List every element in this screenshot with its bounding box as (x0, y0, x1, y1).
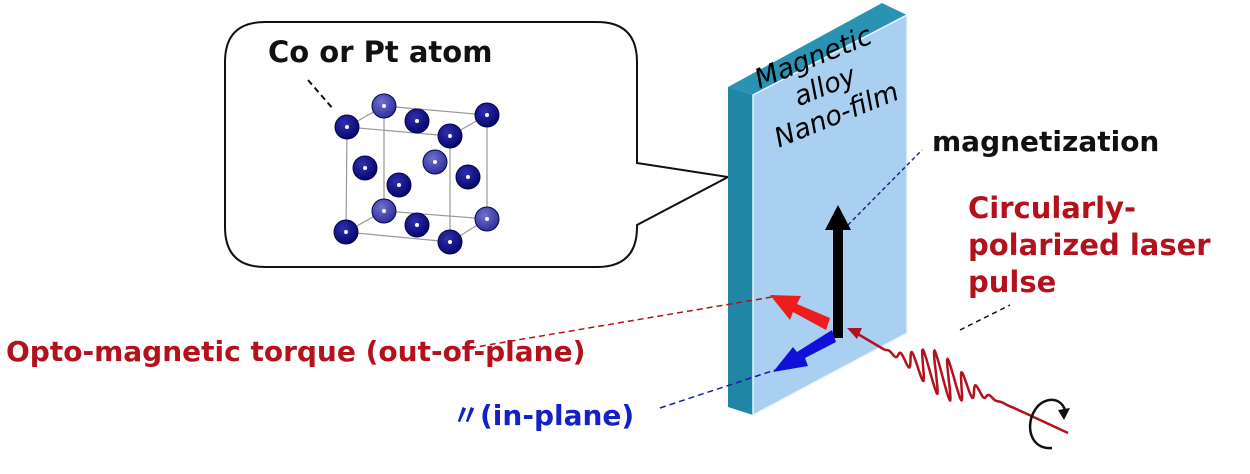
torque-in-plane-label: 〃(in-plane) (452, 399, 635, 432)
atom-highlight (382, 104, 386, 108)
atom-highlight (397, 183, 401, 187)
atom-highlight (448, 240, 452, 244)
circular-polarization-icon (1028, 398, 1070, 450)
atoms (333, 93, 500, 255)
magnetization-leader (847, 149, 923, 226)
laser-leader (959, 304, 1011, 331)
atom-highlight (485, 113, 489, 117)
atom-highlight (485, 217, 489, 221)
atom-highlight (415, 223, 419, 227)
atom-highlight (433, 160, 437, 164)
callout-bubble (224, 21, 732, 268)
torque-in-plane-arrow (773, 330, 836, 372)
torque-in-leader (659, 369, 776, 409)
atom-label: Co or Pt atom (268, 35, 493, 69)
film-side (728, 87, 753, 415)
atom-highlight (363, 166, 367, 170)
magnetization-label: magnetization (932, 125, 1160, 158)
film-top-edge (728, 3, 907, 95)
atom-highlight (382, 209, 386, 213)
laser-label: Circularly- polarized laser pulse (968, 190, 1211, 301)
atom-highlight (466, 175, 470, 179)
laser-line-1: Circularly- (968, 191, 1137, 225)
laser-line-2: polarized laser (968, 228, 1211, 262)
atom-highlight (345, 125, 349, 129)
atom-highlight (344, 230, 348, 234)
atom-highlight (448, 134, 452, 138)
torque-out-of-plane-arrow (770, 295, 830, 330)
torque-out-leader (469, 296, 773, 349)
atom-leader-line (307, 79, 335, 111)
atom-highlight (415, 119, 419, 123)
torque-out-of-plane-label: Opto-magnetic torque (out-of-plane) (6, 335, 586, 368)
laser-line-3: pulse (968, 265, 1057, 299)
magnetization-arrow (825, 205, 851, 338)
